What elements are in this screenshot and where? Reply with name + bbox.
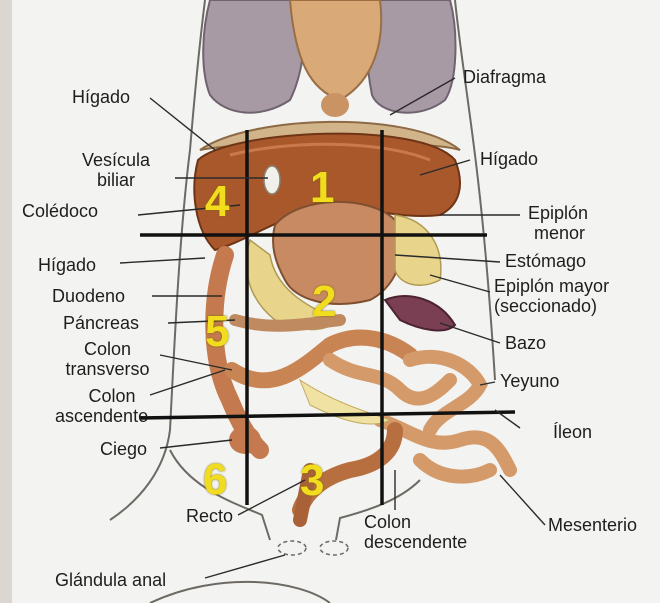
- label-coledoco: Colédoco: [22, 202, 98, 221]
- label-mesenterio: Mesenterio: [548, 516, 637, 535]
- label-epiplon-menor-line1: Epiplón: [528, 204, 588, 223]
- label-pancreas: Páncreas: [63, 314, 139, 333]
- quadrant-number-4: 4: [205, 180, 229, 224]
- label-recto: Recto: [186, 507, 233, 526]
- label-colon-descendente-line2: descendente: [364, 533, 467, 552]
- quadrant-number-6: 6: [203, 458, 227, 502]
- label-ileon: Íleon: [553, 423, 592, 442]
- quadrant-number-1: 1: [310, 166, 334, 210]
- label-diafragma: Diafragma: [463, 68, 546, 87]
- quadrant-number-2: 2: [312, 280, 336, 324]
- label-higado-right: Hígado: [480, 150, 538, 169]
- label-higado-top: Hígado: [72, 88, 130, 107]
- label-vesicula-line1: Vesícula: [60, 151, 172, 170]
- label-estomago: Estómago: [505, 252, 586, 271]
- lung-left: [203, 0, 304, 113]
- label-colon-ascendente-line1: Colon: [62, 387, 162, 406]
- label-higado-left: Hígado: [38, 256, 96, 275]
- label-bazo: Bazo: [505, 334, 546, 353]
- label-colon-descendente-line1: Colon: [364, 513, 411, 532]
- label-epiplon-mayor-line2: (seccionado): [494, 297, 597, 316]
- label-colon-transverso-line1: Colon: [50, 340, 165, 359]
- label-ciego: Ciego: [100, 440, 147, 459]
- label-colon-ascendente-line2: ascendente: [55, 407, 148, 426]
- label-epiplon-mayor-line1: Epiplón mayor: [494, 277, 609, 296]
- quadrant-number-5: 5: [205, 310, 229, 354]
- label-colon-transverso-line2: transverso: [50, 360, 165, 379]
- label-yeyuno: Yeyuno: [500, 372, 559, 391]
- esophagus: [321, 93, 349, 117]
- cecum: [229, 426, 261, 454]
- label-duodeno: Duodeno: [52, 287, 125, 306]
- label-epiplon-menor-line2: menor: [534, 224, 585, 243]
- quadrant-number-3: 3: [300, 459, 324, 503]
- photo-edge-left: [0, 0, 12, 603]
- gallbladder: [264, 166, 280, 194]
- label-vesicula-line2: biliar: [60, 171, 172, 190]
- label-glandula-anal: Glándula anal: [55, 571, 166, 590]
